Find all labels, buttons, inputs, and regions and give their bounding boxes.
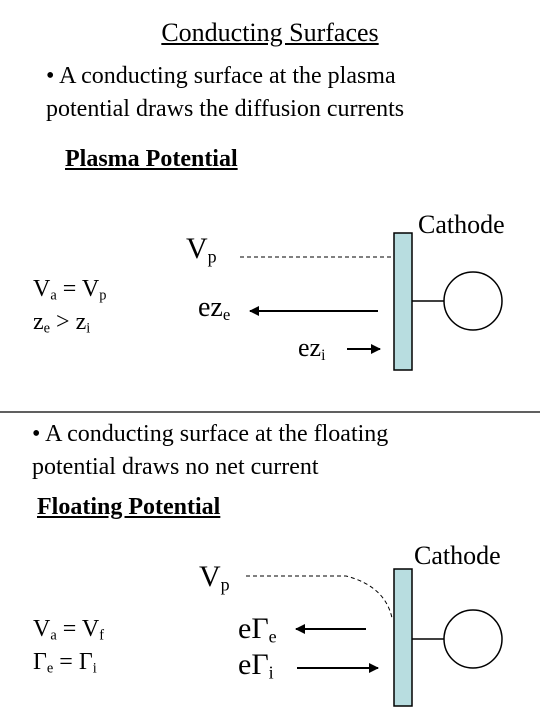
equation-gamma-e-equals-gamma-i: Γe = Γi	[33, 649, 97, 677]
cathode-plate-plasma	[393, 232, 413, 371]
equation-va-equals-vp: Va = Vp	[33, 276, 107, 304]
label-vp-plasma: Vp	[186, 232, 217, 267]
label-eze: eze	[198, 292, 231, 325]
label-ezi: ezi	[298, 333, 326, 364]
voltage-source-circle-plasma	[443, 271, 503, 331]
equation-ze-greater-zi: ze > zi	[33, 309, 91, 337]
voltage-source-circle-floating	[443, 609, 503, 669]
equation-va-equals-vf: Va = Vf	[33, 616, 104, 644]
heading-plasma-potential: Plasma Potential	[65, 146, 238, 172]
label-e-gamma-i: eΓi	[238, 648, 274, 683]
bullet-plasma-line1: • A conducting surface at the plasma	[46, 63, 396, 89]
heading-floating-potential: Floating Potential	[37, 494, 221, 520]
bullet-floating-line2: potential draws no net current	[32, 454, 319, 480]
bullet-floating-line1: • A conducting surface at the floating	[32, 421, 389, 447]
vp-dashed-curve-floating	[246, 575, 393, 619]
bullet-plasma-line2: potential draws the diffusion currents	[46, 96, 405, 122]
label-e-gamma-e: eΓe	[238, 612, 277, 647]
label-vp-floating: Vp	[199, 560, 230, 595]
label-cathode-floating: Cathode	[414, 541, 501, 570]
page-title: Conducting Surfaces	[161, 18, 379, 47]
cathode-plate-floating	[393, 568, 413, 707]
label-cathode-plasma: Cathode	[418, 210, 505, 239]
